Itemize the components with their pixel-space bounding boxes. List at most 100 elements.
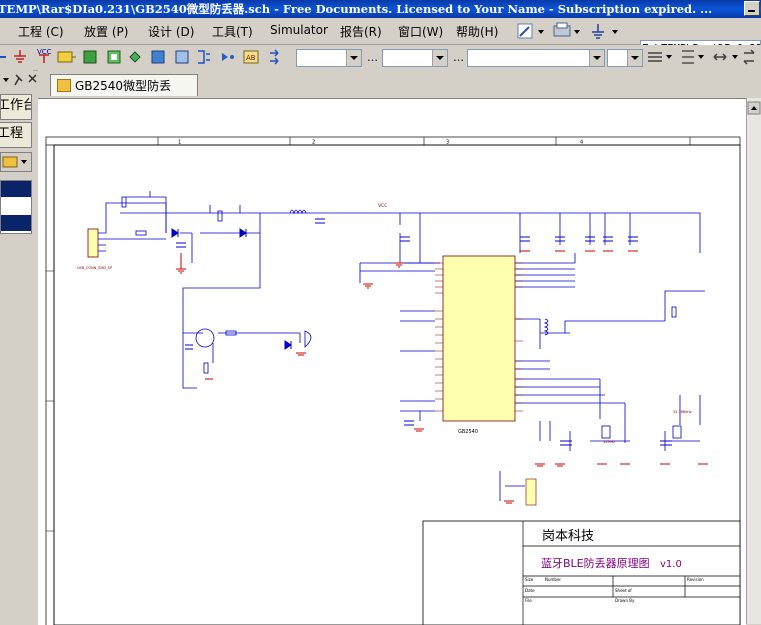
schematic-file-icon (57, 79, 71, 92)
crystal-x2 (672, 425, 682, 439)
sheet-symbol-icon[interactable] (107, 50, 121, 64)
menu-toolbar-icons (517, 22, 618, 39)
crystal-label-2: 32.768kHz (673, 410, 692, 414)
tb-size: Size (525, 577, 534, 582)
menu-simulator[interactable]: Simulator (270, 23, 328, 37)
crystal-x1 (601, 425, 611, 439)
print-icon[interactable] (553, 22, 571, 37)
window-title-bar: TEMP\Rar$DIa0.231\GB2540微型防丢器.sch - Free… (0, 0, 761, 18)
ground-symbols (176, 250, 708, 504)
minimize-button[interactable] (744, 1, 760, 16)
window-title: TEMP\Rar$DIa0.231\GB2540微型防丢器.sch - Free… (0, 2, 713, 16)
schematic-toolbar: VCC AB … … (0, 45, 761, 71)
tb-drawn-by: Drawn By (615, 598, 635, 603)
vcc-power-icon[interactable]: VCC (37, 48, 52, 63)
align-tools (648, 49, 755, 65)
project-button[interactable]: 工程 (0, 122, 32, 148)
ruler-label-4: 4 (580, 140, 583, 146)
menu-help[interactable]: 帮助(H) (456, 25, 499, 39)
menu-bar: 工程 (C) 放置 (P) 设计 (D) 工具(T) Simulator 报告(… (0, 18, 761, 58)
resistors (121, 196, 677, 374)
folder-dropdown-icon (2, 156, 27, 168)
project-tree[interactable] (0, 180, 32, 234)
title-drawing-name: 蓝牙BLE防丢器原理图 (541, 556, 650, 570)
align-lines-icon[interactable] (648, 52, 662, 62)
port-icon[interactable] (83, 50, 97, 64)
filter-combo-4[interactable] (607, 49, 643, 67)
parameter-icon[interactable]: AB (243, 50, 259, 64)
crystal-label-1: 32MHz (603, 440, 615, 444)
close-icon[interactable] (28, 74, 37, 83)
usb-label: USB_CONN_SMD_5P (77, 266, 112, 270)
tree-item-selected[interactable] (1, 181, 31, 197)
ruler-label-3: 3 (446, 140, 449, 146)
tb-revision: Revision (687, 577, 704, 582)
edit-pencil-icon[interactable] (517, 23, 533, 39)
workspace-button-label: 工作台 (1, 98, 31, 113)
distribute-icon[interactable] (682, 50, 694, 64)
buzzer (304, 330, 312, 348)
title-company: 岗本科技 (542, 529, 594, 544)
panel-header (3, 74, 37, 86)
ruler-label-2: 2 (312, 140, 315, 146)
swap-arrows-icon[interactable] (743, 49, 755, 65)
tree-item-2[interactable] (1, 215, 31, 231)
harness-icon[interactable] (175, 50, 189, 64)
capacitors (176, 218, 672, 446)
menu-place[interactable]: 放置 (P) (84, 25, 129, 39)
directive-icon[interactable] (198, 50, 210, 64)
scroll-up-icon[interactable] (747, 98, 761, 118)
ellipsis-2: … (453, 51, 464, 64)
minimize-icon (748, 10, 755, 12)
vertical-scrollbar[interactable] (746, 98, 761, 624)
ic-label: GB2540 (458, 429, 478, 435)
menu-design[interactable]: 设计 (D) (148, 25, 195, 39)
ruler-label-1: 1 (178, 140, 181, 146)
tb-date: Date (525, 588, 535, 593)
debug-header (525, 478, 537, 506)
title-block: 岗本科技 蓝牙BLE防丢器原理图 v1.0 Size Number Revisi… (422, 520, 741, 625)
project-button-label: 工程 (0, 126, 24, 141)
inductor-l1 (289, 209, 307, 215)
no-erc-icon[interactable] (222, 53, 234, 61)
ic-gb2540 (442, 255, 516, 422)
ic-pins (435, 262, 523, 412)
ellipsis-1: … (367, 51, 378, 64)
panel-menu-icon (3, 78, 9, 82)
left-panel: 工作台 工程 (0, 70, 37, 624)
move-arrows-icon[interactable] (713, 53, 727, 61)
filter-combo-3[interactable] (467, 49, 605, 67)
cross-probe-icon[interactable] (270, 49, 279, 65)
sheet-border (53, 144, 741, 625)
filter-combo-2[interactable] (382, 49, 448, 67)
schematic-sheet: 1 2 3 4 岗本科技 蓝牙BLE防丢器原理图 v1.0 Size Numbe… (45, 136, 741, 625)
left-ruler (45, 145, 55, 625)
sheet-entry-icon[interactable] (129, 51, 141, 63)
filter-combo-1[interactable] (296, 49, 362, 67)
ground-icon[interactable] (592, 24, 604, 39)
svg-text:AB: AB (246, 54, 256, 62)
workspace-button[interactable]: 工作台 (0, 94, 32, 120)
menu-tools[interactable]: 工具(T) (212, 25, 253, 39)
title-version: v1.0 (660, 559, 682, 570)
diodes (171, 228, 292, 350)
document-tab[interactable]: GB2540微型防丢器.sch (50, 74, 198, 113)
top-ruler (45, 136, 741, 146)
vcc-icon-label: VCC (37, 48, 52, 56)
menu-reports[interactable]: 报告(R) (340, 25, 382, 39)
tb-number: Number (545, 577, 561, 582)
pin-icon[interactable] (14, 74, 23, 86)
transistor-q1 (195, 328, 215, 348)
menu-window[interactable]: 窗口(W) (398, 25, 444, 39)
project-selector[interactable] (0, 152, 32, 172)
wiring-tools: VCC AB (0, 48, 279, 65)
power-ground-icon[interactable] (14, 50, 26, 63)
schematic-wires (87, 191, 705, 501)
offsheet-icon[interactable] (151, 50, 165, 64)
part-icon[interactable] (57, 51, 76, 63)
tb-sheet: Sheet of (615, 588, 632, 593)
schematic-canvas[interactable]: 1 2 3 4 岗本科技 蓝牙BLE防丢器原理图 v1.0 Size Numbe… (38, 98, 746, 625)
transformer (543, 318, 549, 336)
vcc-net-label: VCC (378, 203, 387, 209)
menu-project[interactable]: 工程 (C) (18, 25, 64, 39)
